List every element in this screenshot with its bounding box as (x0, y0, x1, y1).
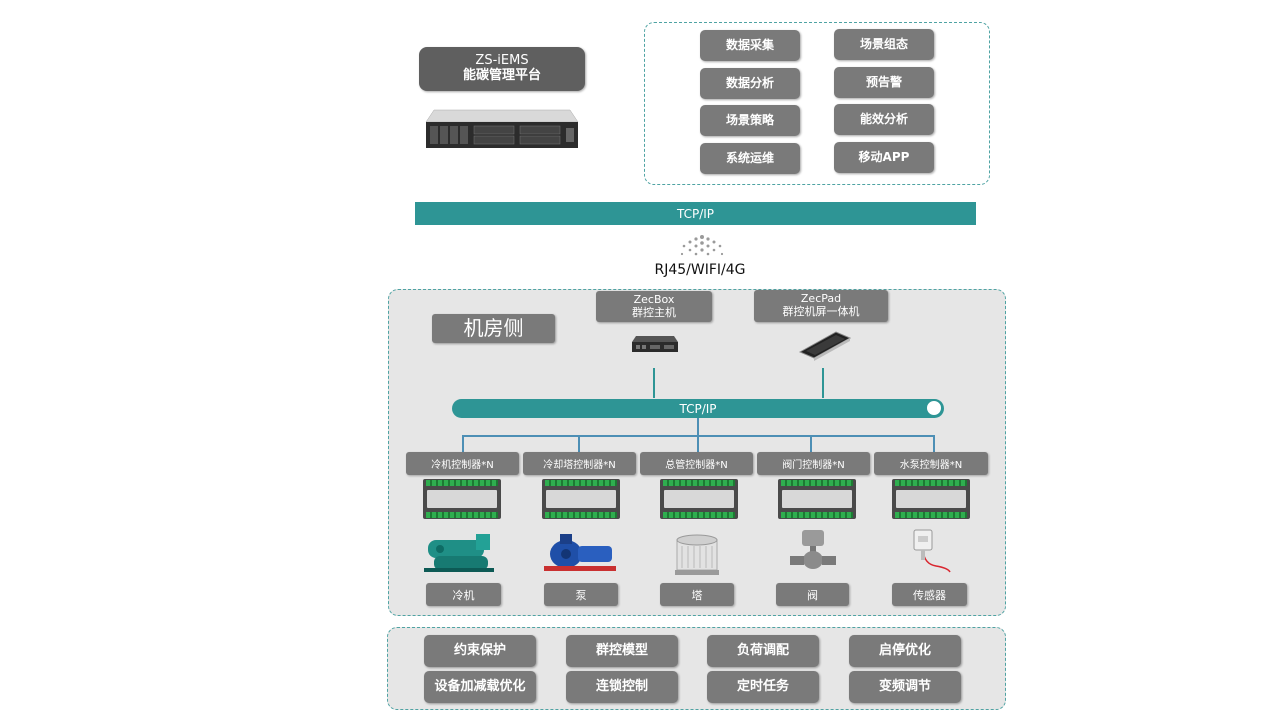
feature-data-collection[interactable]: 数据采集 (700, 30, 800, 61)
zecpad-device-image (798, 331, 852, 361)
chiller-image (424, 534, 494, 572)
ctrl-drop-1 (462, 435, 464, 453)
feature-efficiency-analysis[interactable]: 能效分析 (834, 104, 934, 135)
controller-module-5 (892, 479, 970, 519)
cooling-tower-image (675, 534, 719, 575)
zecbox-label: ZecBox 群控主机 (596, 291, 712, 322)
feature-mobile-app[interactable]: 移动APP (834, 142, 934, 173)
controller-valve[interactable]: 阀门控制器*N (757, 452, 870, 475)
device-chiller[interactable]: 冷机 (426, 583, 501, 606)
strategy-scheduled-tasks[interactable]: 定时任务 (707, 671, 819, 703)
strategy-variable-frequency[interactable]: 变频调节 (849, 671, 961, 703)
zecpad-name: ZecPad (800, 292, 842, 306)
server-rack-image (425, 109, 579, 148)
controller-chiller[interactable]: 冷机控制器*N (406, 452, 519, 475)
ctrl-drop-3 (697, 435, 699, 453)
ctrl-drop-2 (578, 435, 580, 453)
controller-module-4 (778, 479, 856, 519)
ctrl-drop-4 (810, 435, 812, 453)
zecbox-desc: 群控主机 (632, 305, 676, 319)
controller-cooling-tower[interactable]: 冷却塔控制器*N (523, 452, 636, 475)
controller-main-pipe[interactable]: 总管控制器*N (640, 452, 753, 475)
machine-room-title: 机房侧 (432, 314, 555, 343)
machine-room-tcpip-bus: TCP/IP (452, 399, 944, 418)
wireless-signal-icon (680, 235, 724, 256)
ctrl-drop-5 (933, 435, 935, 453)
strategy-group-control-model[interactable]: 群控模型 (566, 635, 678, 667)
strategy-load-shedding-optimization[interactable]: 设备加减载优化 (424, 671, 536, 703)
feature-data-analysis[interactable]: 数据分析 (700, 68, 800, 99)
platform-title-line2: 能碳管理平台 (462, 68, 541, 83)
zecpad-connector (822, 368, 824, 398)
pump-image (544, 534, 616, 571)
feature-scene-config[interactable]: 场景组态 (834, 29, 934, 60)
feature-pre-alarm[interactable]: 预告警 (834, 67, 934, 98)
platform-title-box: ZS-iEMS 能碳管理平台 (419, 47, 585, 91)
platform-title-line1: ZS-iEMS (475, 53, 529, 69)
zecbox-device-image (632, 336, 678, 352)
bus-end-node (926, 400, 942, 416)
protocols-label: RJ45/WIFI/4G (654, 262, 746, 278)
device-tower[interactable]: 塔 (660, 583, 734, 606)
controller-module-3 (660, 479, 738, 519)
strategy-load-dispatch[interactable]: 负荷调配 (707, 635, 819, 667)
zecpad-desc: 群控机屏一体机 (782, 305, 860, 318)
valve-image (790, 530, 836, 569)
strategy-constraint-protection[interactable]: 约束保护 (424, 635, 536, 667)
zecpad-label: ZecPad 群控机屏一体机 (754, 290, 888, 322)
feature-system-ops[interactable]: 系统运维 (700, 143, 800, 174)
controller-module-2 (542, 479, 620, 519)
zecbox-connector (653, 368, 655, 398)
controller-module-1 (423, 479, 501, 519)
top-tcpip-bar: TCP/IP (415, 202, 976, 225)
device-pump[interactable]: 泵 (544, 583, 618, 606)
device-sensor[interactable]: 传感器 (892, 583, 967, 606)
bus-drop-line (697, 418, 699, 435)
strategy-interlock-control[interactable]: 连锁控制 (566, 671, 678, 703)
strategy-start-stop-optimization[interactable]: 启停优化 (849, 635, 961, 667)
feature-scene-strategy[interactable]: 场景策略 (700, 105, 800, 136)
sensor-image (913, 529, 951, 573)
device-valve[interactable]: 阀 (776, 583, 849, 606)
controller-water-pump[interactable]: 水泵控制器*N (874, 452, 988, 475)
zecbox-name: ZecBox (633, 292, 675, 306)
features-panel (644, 22, 990, 185)
